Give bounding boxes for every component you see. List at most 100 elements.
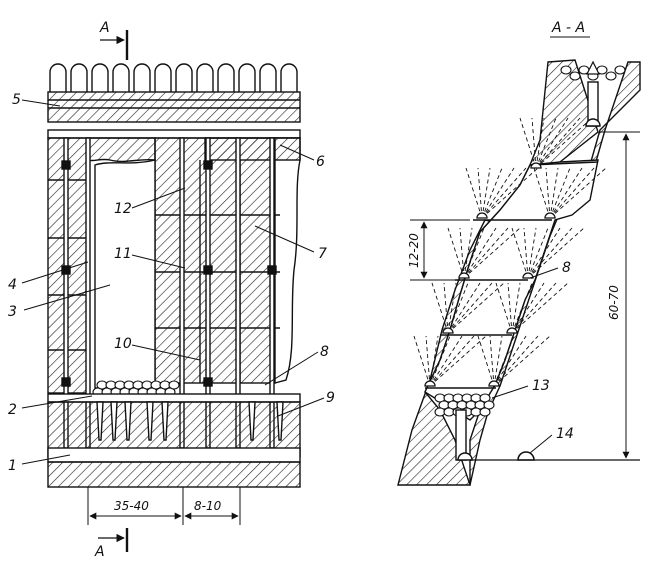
blasthole bbox=[493, 335, 527, 387]
picket bbox=[112, 63, 130, 92]
section-a-a-view: A - A 60-70 bbox=[397, 20, 641, 486]
blasthole bbox=[481, 167, 539, 219]
callout-7: 7 bbox=[318, 246, 327, 262]
blasthole bbox=[511, 282, 521, 334]
picket bbox=[49, 63, 67, 92]
cavity-roof bbox=[87, 137, 156, 163]
charge bbox=[522, 272, 534, 279]
blasthole bbox=[447, 282, 505, 334]
chute bbox=[96, 401, 104, 441]
charge bbox=[442, 327, 454, 334]
blasthole bbox=[447, 227, 465, 279]
blasthole bbox=[447, 282, 457, 334]
ore-chunk bbox=[614, 65, 626, 75]
picket bbox=[133, 63, 151, 92]
blasthole bbox=[549, 167, 571, 219]
picket bbox=[238, 63, 256, 92]
blasthole bbox=[481, 167, 503, 219]
charge bbox=[488, 380, 500, 387]
picket bbox=[154, 63, 172, 92]
blasthole bbox=[463, 227, 497, 279]
blasthole bbox=[519, 117, 537, 169]
blasthole bbox=[465, 167, 483, 219]
picket bbox=[175, 63, 193, 92]
front-section-view: A A 35-40 8-10 1 2 3 4 bbox=[8, 20, 335, 560]
charge bbox=[458, 272, 470, 279]
ore-chutes bbox=[96, 401, 284, 441]
block-divisions bbox=[425, 161, 599, 389]
ore-chunk bbox=[560, 65, 572, 75]
ore-chunk bbox=[479, 407, 491, 417]
blasthole bbox=[535, 117, 569, 169]
upper-arrow bbox=[586, 60, 600, 75]
blasthole bbox=[477, 167, 483, 219]
blasthole bbox=[447, 282, 481, 334]
blasthole bbox=[493, 335, 503, 387]
blasthole bbox=[493, 335, 515, 387]
blasthole bbox=[481, 167, 515, 219]
ore-block-mass bbox=[154, 137, 276, 384]
callout-a-8: 8 bbox=[562, 260, 571, 276]
blasthole bbox=[463, 227, 521, 279]
blasthole bbox=[425, 335, 431, 387]
dimension-width-left: 35-40 bbox=[114, 499, 149, 513]
callout-12: 12 bbox=[114, 201, 132, 217]
blasthole bbox=[527, 227, 585, 279]
callout-8: 8 bbox=[320, 344, 329, 360]
picket bbox=[70, 63, 88, 92]
ore-chunk bbox=[569, 71, 581, 81]
chute bbox=[110, 401, 118, 441]
right-rock bbox=[274, 137, 301, 384]
blasthole bbox=[495, 282, 513, 334]
blasthole bbox=[477, 335, 495, 387]
blasthole bbox=[429, 335, 463, 387]
chute bbox=[248, 401, 256, 441]
blasthole bbox=[527, 227, 561, 279]
blasthole bbox=[549, 167, 607, 219]
chute bbox=[146, 401, 154, 441]
upper-right-block bbox=[204, 137, 301, 161]
blasthole bbox=[535, 117, 593, 169]
blasthole bbox=[429, 335, 439, 387]
callout-6: 6 bbox=[316, 154, 325, 170]
open-stope-cavity bbox=[94, 159, 156, 389]
dimension-step: 12-20 bbox=[407, 233, 421, 268]
post-joint bbox=[61, 377, 71, 387]
blasthole bbox=[527, 227, 537, 279]
section-marker-top: A bbox=[99, 20, 110, 36]
blasthole bbox=[463, 227, 473, 279]
blasthole bbox=[443, 282, 449, 334]
dimension-height: 60-70 bbox=[607, 285, 621, 320]
picket bbox=[280, 63, 298, 92]
dimension-width-right: 8-10 bbox=[194, 499, 222, 513]
blasthole bbox=[459, 227, 465, 279]
callout-4: 4 bbox=[8, 277, 17, 293]
blasthole bbox=[429, 335, 487, 387]
charge bbox=[476, 212, 488, 219]
charge bbox=[530, 162, 542, 169]
inclined-ore-body bbox=[424, 159, 599, 421]
ore-chunk bbox=[605, 71, 617, 81]
blasthole bbox=[489, 335, 495, 387]
blasthole bbox=[431, 282, 449, 334]
callout-10: 10 bbox=[114, 336, 132, 352]
blasthole bbox=[511, 282, 569, 334]
lower-sill bbox=[47, 393, 301, 403]
blasthole bbox=[413, 335, 431, 387]
blasthole bbox=[531, 117, 537, 169]
post-joint bbox=[203, 265, 213, 275]
ore-chunk bbox=[168, 380, 180, 390]
blasthole bbox=[511, 282, 545, 334]
chute bbox=[124, 401, 132, 441]
blasthole bbox=[507, 282, 513, 334]
haulage-drift bbox=[47, 447, 301, 463]
charge bbox=[506, 327, 518, 334]
picket bbox=[217, 63, 235, 92]
upper-ore-pile bbox=[560, 65, 626, 81]
picket bbox=[259, 63, 277, 92]
callout-5: 5 bbox=[12, 92, 21, 108]
section-marker-bottom: A bbox=[94, 544, 105, 560]
callout-a-14: 14 bbox=[556, 426, 574, 442]
picket bbox=[196, 63, 214, 92]
